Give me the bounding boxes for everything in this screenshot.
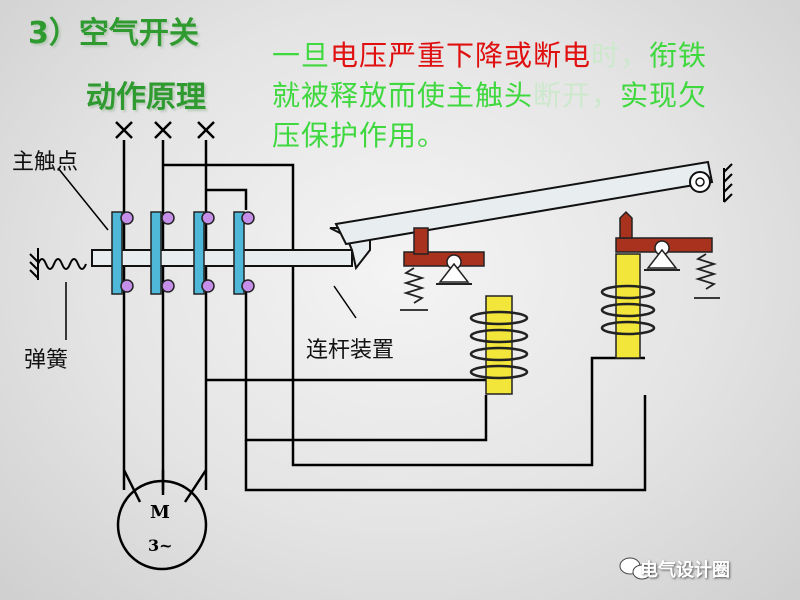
main-contacts <box>111 211 255 295</box>
lever-bar <box>334 160 714 246</box>
left-spring <box>29 248 87 280</box>
left-coil <box>469 295 529 395</box>
watermark-icon <box>619 557 652 580</box>
right-armature <box>615 210 713 271</box>
right-coil <box>600 253 656 359</box>
left-armature <box>403 227 485 285</box>
label-main-contact: 主触点 <box>12 150 79 175</box>
motor-phase: 3~ <box>148 536 173 555</box>
link-bar <box>91 249 353 267</box>
watermark-text: 电气设计圈 <box>640 560 730 581</box>
desc-green2: 实现欠 <box>620 79 708 112</box>
motor-letter: M <box>150 502 170 523</box>
desc-line3: 压保护作用。 <box>272 119 447 152</box>
desc-faint1: 时， <box>591 39 650 72</box>
label-link: 连杆装置 <box>306 338 395 363</box>
desc-highlight: 电压严重下降或断电 <box>330 39 592 72</box>
desc-green1: 衔铁 <box>649 39 708 72</box>
description-text: 一旦电压严重下降或断电时，衔铁 就被释放而使主触头断开，实现欠 压保护作用。 <box>272 36 792 156</box>
desc-faint2: 断开， <box>533 79 621 112</box>
title-line1: 3）空气开关 <box>28 16 199 51</box>
desc-line2a: 就被释放而使主触头 <box>272 79 534 112</box>
desc-prefix: 一旦 <box>272 39 331 72</box>
label-spring: 弹簧 <box>24 348 69 373</box>
title-line2: 动作原理 <box>86 80 206 115</box>
